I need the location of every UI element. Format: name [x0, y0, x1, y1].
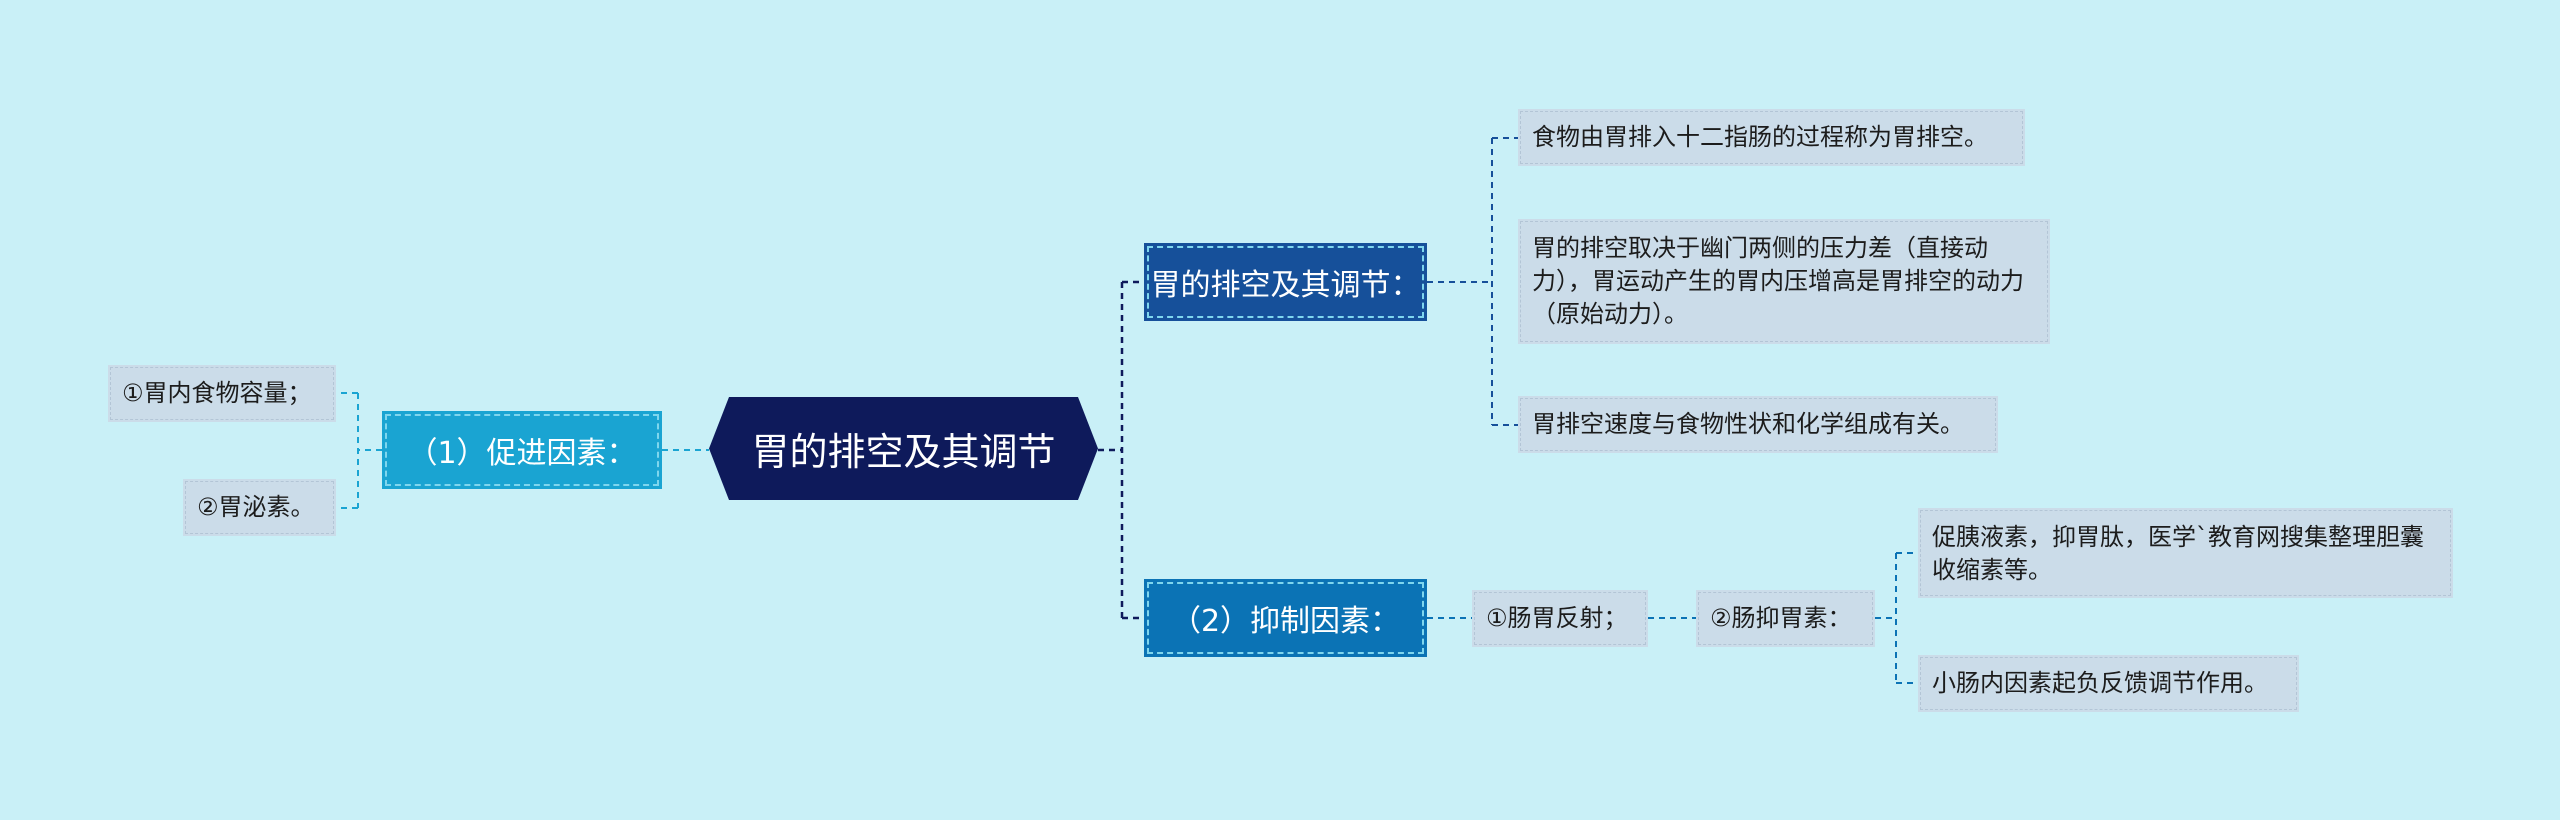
branch-empty[interactable]: 胃的排空及其调节： [1144, 243, 1427, 321]
branch-inhibit[interactable]: （2）抑制因素： [1144, 579, 1427, 657]
empty-leaf-3-label: 胃排空速度与食物性状和化学组成有关。 [1532, 410, 1964, 438]
branch-empty-label: 胃的排空及其调节： [1150, 268, 1421, 303]
connector-empty-trunk [1427, 138, 1493, 425]
inhibit-hormone-label: ②肠抑胃素： [1710, 604, 1852, 632]
inhibit-reflex-label: ①肠胃反射； [1486, 604, 1628, 632]
promote-leaf-2[interactable]: ②胃泌素。 [183, 479, 336, 536]
promote-leaf-1-label: ①胃内食物容量； [122, 379, 312, 407]
empty-leaf-2-label: 胃的排空取决于幽门两侧的压力差（直接动力），胃运动产生的胃内压增高是胃排空的动力… [1532, 234, 2024, 328]
branch-inhibit-label: （2）抑制因素： [1170, 604, 1401, 639]
branch-promote-label: （1）促进因素： [407, 436, 637, 471]
hormone-leaf-2-label: 小肠内因素起负反馈调节作用。 [1932, 669, 2268, 697]
empty-leaf-1[interactable]: 食物由胃排入十二指肠的过程称为胃排空。 [1518, 109, 2025, 166]
promote-leaf-2-label: ②胃泌素。 [197, 493, 315, 521]
hormone-leaf-2[interactable]: 小肠内因素起负反馈调节作用。 [1918, 655, 2299, 712]
inhibit-hormone[interactable]: ②肠抑胃素： [1696, 590, 1875, 647]
connector-hormone-trunk [1875, 553, 1897, 683]
branch-promote[interactable]: （1）促进因素： [382, 411, 662, 489]
empty-leaf-2[interactable]: 胃的排空取决于幽门两侧的压力差（直接动力），胃运动产生的胃内压增高是胃排空的动力… [1518, 219, 2050, 344]
connector-promote-trunk [357, 393, 382, 508]
hormone-leaf-1-label: 促胰液素，抑胃肽，医学`教育网搜集整理胆囊收缩素等。 [1932, 523, 2424, 584]
root-node[interactable]: 胃的排空及其调节 [709, 397, 1098, 500]
root-label: 胃的排空及其调节 [751, 430, 1056, 474]
hormone-leaf-1[interactable]: 促胰液素，抑胃肽，医学`教育网搜集整理胆囊收缩素等。 [1918, 508, 2453, 598]
promote-leaf-1[interactable]: ①胃内食物容量； [108, 365, 336, 422]
empty-leaf-3[interactable]: 胃排空速度与食物性状和化学组成有关。 [1518, 396, 1998, 453]
inhibit-reflex[interactable]: ①肠胃反射； [1472, 590, 1648, 647]
empty-leaf-1-label: 食物由胃排入十二指肠的过程称为胃排空。 [1532, 123, 1988, 151]
